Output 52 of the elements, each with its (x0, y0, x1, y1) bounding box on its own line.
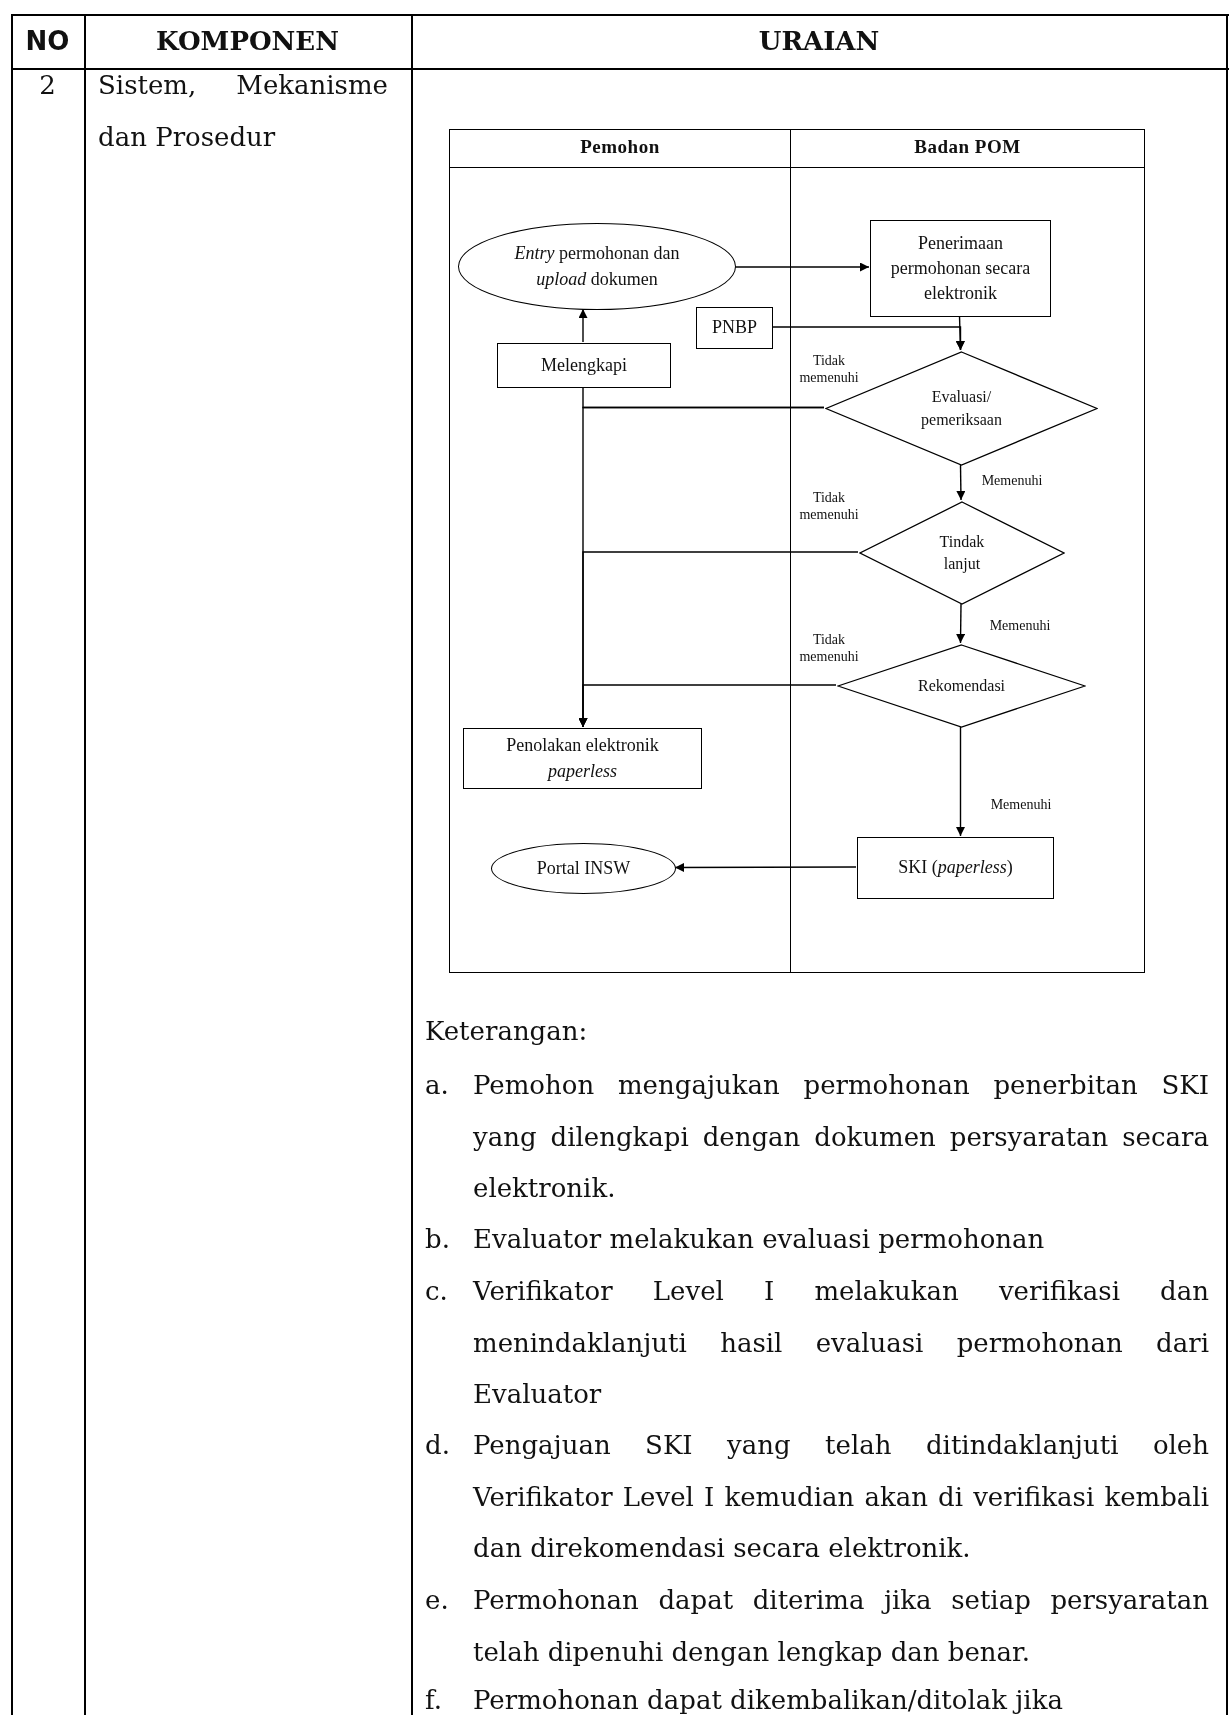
swimlane (790, 129, 1145, 973)
column-header: NO (24, 25, 71, 58)
process-box (696, 307, 773, 349)
edge-label: Memenuhi (988, 617, 1052, 634)
node-label: Melengkapi (540, 353, 628, 377)
list-item-text: Evaluator melakukan evaluasi permohonan (473, 1223, 1046, 1256)
list-item-text: Permohonan dapat diterima jika setiap persyaratan telah dipenuhi dengan lengkap dan benar. (473, 1584, 1209, 1669)
node-label: Entry permohonan dan upload dokumen (513, 242, 681, 291)
process-box (463, 728, 702, 789)
arrow (734, 262, 870, 272)
note-heading: Keterangan: (425, 1015, 589, 1048)
column-header: URAIAN (757, 25, 881, 58)
node-label: Penerimaan permohonan secara elektronik (889, 231, 1032, 306)
node-label: Penolakan elektronik paperless (505, 734, 660, 783)
column-header: KOMPONEN (155, 25, 340, 58)
edge-label: Tidak memenuhi (798, 631, 860, 665)
arrow (771, 326, 965, 351)
swimlane (449, 129, 791, 973)
node-label: Rekomendasi (916, 675, 1007, 696)
process-box (857, 837, 1054, 899)
node-label: Portal INSW (535, 856, 632, 880)
list-marker: b. (425, 1223, 451, 1256)
list-item-text: Verifikator Level I melakukan verifikasi dan menindaklanjuti hasil evaluasi permohonan dari Evaluator (473, 1275, 1209, 1411)
edge-label: Memenuhi (989, 796, 1053, 813)
decision-diamond (859, 501, 1065, 605)
table-cell-text: Sistem, Mekanisme dan Prosedur (98, 69, 388, 154)
list-item-text: Permohonan dapat dikembalikan/ditolak jika (473, 1684, 1064, 1715)
arrow (578, 684, 837, 728)
node-label: SKI (paperless) (897, 856, 1014, 880)
process-box (497, 343, 671, 388)
node-label: PNBP (711, 316, 758, 340)
node-label: Evaluasi/ pemeriksaan (920, 387, 1003, 431)
list-marker: c. (425, 1275, 449, 1308)
list-marker: d. (425, 1429, 451, 1462)
edge-label: Memenuhi (980, 472, 1044, 489)
list-marker: f. (425, 1684, 443, 1715)
arrow (956, 726, 965, 837)
process-box (870, 220, 1051, 317)
arrow (956, 603, 966, 644)
edge-label: Tidak memenuhi (798, 489, 860, 523)
list-marker: a. (425, 1069, 450, 1102)
list-item-text: Pengajuan SKI yang telah ditindaklanjuti oleh Verifikator Level I kemudian akan di verifikasi kembali dan direkomendasi secara elektronik. (473, 1429, 1209, 1565)
lane-header: Pemohon (579, 136, 661, 158)
list-marker: e. (425, 1584, 450, 1617)
arrow (956, 464, 966, 501)
table-cell-text: 2 (38, 69, 57, 102)
arrow (674, 863, 857, 872)
list-item-text: Pemohon mengajukan permohonan penerbitan SKI yang dilengkapi dengan dokumen persyaratan secara elektronik. (473, 1069, 1209, 1205)
edge-label: Tidak memenuhi (798, 352, 860, 386)
lane-header: Badan POM (913, 136, 1022, 158)
node-label: Tindak lanjut (938, 531, 986, 575)
arrow (578, 308, 588, 343)
